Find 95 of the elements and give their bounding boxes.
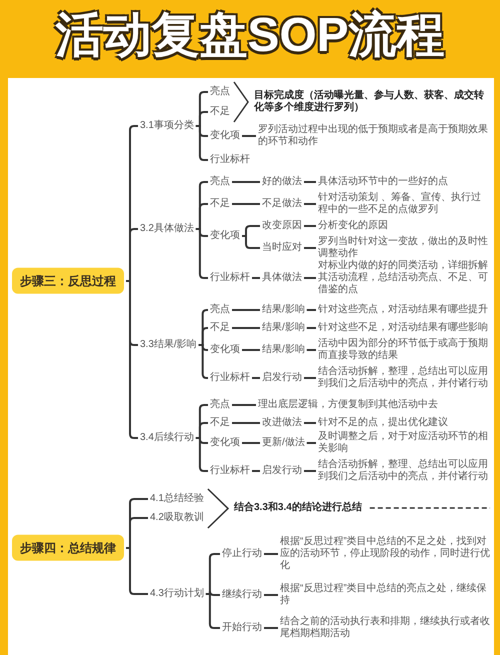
connector-line [126,517,148,549]
branch-label: 4.1总结经验 [150,493,204,505]
description-text: 结合活动拆解，整理、总结出可以应用到我们之后活动中的亮点，并付诸行动 [318,459,490,483]
branch-label: 停止行动 [222,548,262,560]
branch-label: 具体做法 [262,272,302,284]
connector-line [242,225,260,237]
connector-line [304,422,316,424]
branch-label: 当时应对 [262,242,302,254]
branch-label: 不足 [210,417,230,429]
branch-label: 行业标杆 [210,372,250,384]
description-text: 具体活动环节中的一些好的点 [318,176,490,188]
branch-label: 不足 [210,198,230,210]
connector-line [232,404,256,406]
branch-label: 启发行动 [262,465,302,477]
connector-line [242,442,260,444]
connector-line [126,228,138,282]
description-text: 理出底层逻辑，方便复制到其他活动中去 [258,399,488,411]
connector-line [252,470,260,472]
connector-line [232,203,260,205]
connector-line [264,594,278,596]
branch-label: 4.3行动计划 [150,588,204,600]
branch-label: 变化项 [210,230,240,242]
branch-label: 3.4后续行动 [140,432,194,444]
connector-line [232,327,260,329]
connector-line [304,377,316,379]
description-text: 及时调整之后，对于对应活动环节的相关影响 [318,431,490,455]
description-text: 罗列活动过程中出现的低于预期或者是高于预期效果的环节和动作 [258,124,488,148]
connector-line [242,135,256,137]
description-text: 分析变化的原因 [318,220,490,232]
branch-label: 变化项 [210,130,240,142]
connector-line [304,277,316,279]
connector-line [304,225,316,227]
description-text: 结合之前的活动执行表和排期，继续执行或者收尾档期档期活动 [280,616,490,640]
connector-line [304,247,316,249]
branch-label: 亮点 [210,399,230,411]
title: 活动复盘SOP流程 [55,8,445,64]
description-text: 针对这些亮点，对活动结果有哪些提升 [318,304,490,316]
branch-label: 改进做法 [262,417,302,429]
step-box: 步骤三：反思过程 [12,268,124,294]
branch-label: 继续行动 [222,589,262,601]
branch-label: 3.1事项分类 [140,120,194,132]
connector-line [252,377,260,379]
branch-label: 启发行动 [262,372,302,384]
description-text: 结合活动拆解，整理，总结出可以应用到我们之后活动中的亮点，并付诸行动 [318,366,490,390]
connector-line [306,349,316,351]
branch-label: 结果/影响 [262,304,305,316]
summary-text: 目标完成度（活动曝光量、参与人数、获客、成交转化等多个维度进行罗列） [254,90,488,114]
connector-line [304,203,316,205]
description-text: 对标业内做的好的同类活动，详细拆解其活动流程，总结活动亮点、不足、可借鉴的点 [318,260,490,296]
description-text: 罗列当时针对这一变故，做出的及时性调整动作 [318,236,490,260]
branch-label: 亮点 [210,304,230,316]
connector-line [232,422,260,424]
branch-label: 结果/影响 [262,322,305,334]
branch-label: 更新/做法 [262,437,305,449]
description-text: 针对这些不足，对活动结果有哪些影响 [318,322,490,334]
branch-label: 开始行动 [222,622,262,634]
connector-line [304,470,316,472]
branch-label: 变化项 [210,437,240,449]
connector-line [252,277,260,279]
connector-line [196,125,208,161]
branch-label: 4.2吸取教训 [150,512,204,524]
description-text: 针对活动策划 、筹备、宣传、执行过程中的一些不足的点做罗列 [318,192,490,216]
branch-label: 行业标杆 [210,465,250,477]
branch-label: 结果/影响 [262,344,305,356]
branch-label: 不足做法 [262,198,302,210]
branch-label: 不足 [210,106,230,118]
branch-label: 好的做法 [262,176,302,188]
connector-line [232,181,260,183]
description-text: 根据“反思过程”类目中总结的亮点之处，继续保持 [280,583,490,607]
connector-line [306,442,316,444]
connector-line [306,327,316,329]
connector-line [304,181,316,183]
connector-line [242,349,260,351]
branch-label: 行业标杆 [210,272,250,284]
branch-label: 行业标杆 [210,154,250,166]
summary-text: 结合3.3和3.4的结论进行总结 [234,502,362,514]
branch-label: 亮点 [210,86,230,98]
connector-line [306,309,316,311]
connector-line [232,309,260,311]
branch-label: 3.3结果/影响 [140,339,197,351]
step-box: 步骤四：总结规律 [12,534,124,562]
branch-label: 不足 [210,322,230,334]
branch-label: 改变原因 [262,220,302,232]
branch-label: 3.2具体做法 [140,223,194,235]
connector-line [242,235,260,249]
description-text: 活动中因为部分的环节低于或高于预期而直接导致的结果 [318,338,490,362]
connector-line [198,327,208,346]
connector-line [196,437,208,472]
branch-label: 变化项 [210,344,240,356]
connector-line [126,547,148,595]
branch-label: 亮点 [210,176,230,188]
description-text: 根据“反思过程”类目中总结的不足之处，找到对应的活动环节，停止现阶段的动作，同时进行优化 [280,536,490,572]
connector-line [264,553,278,555]
connector-line [264,627,278,629]
description-text: 针对不足的点，提出优化建议 [318,417,490,429]
